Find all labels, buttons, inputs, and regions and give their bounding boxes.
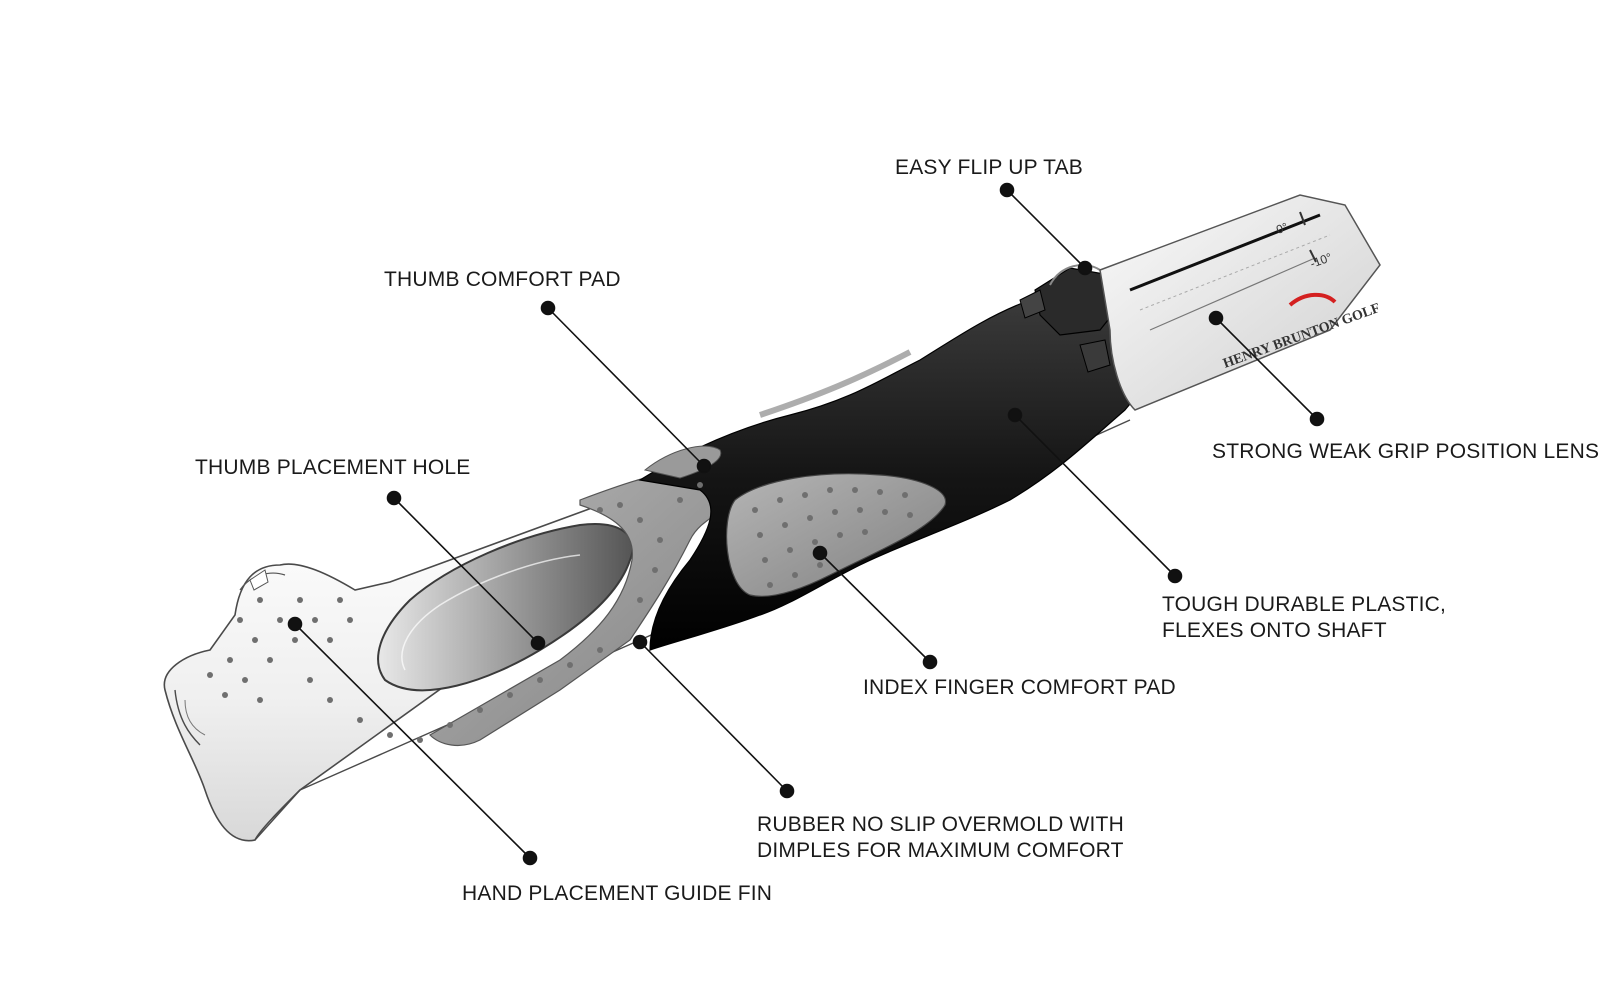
label-rubber-overmold: RUBBER NO SLIP OVERMOLD WITH DIMPLES FOR… — [757, 812, 1124, 864]
label-easy-flip-up-tab: EASY FLIP UP TAB — [895, 155, 1083, 181]
index-finger-pad — [725, 473, 947, 597]
dimples — [207, 482, 913, 743]
label-line: INDEX FINGER COMFORT PAD — [863, 676, 1176, 699]
label-line: FLEXES ONTO SHAFT — [1162, 619, 1387, 642]
label-thumb-placement-hole: THUMB PLACEMENT HOLE — [195, 455, 471, 481]
label-tough-durable-plastic: TOUGH DURABLE PLASTIC, FLEXES ONTO SHAFT — [1162, 592, 1446, 644]
label-index-finger-pad: INDEX FINGER COMFORT PAD — [863, 675, 1176, 701]
grip-position-lens: 0° -10° HENRY BRUNTON GOLF — [1099, 194, 1382, 411]
label-thumb-comfort-pad: THUMB COMFORT PAD — [384, 267, 621, 293]
label-strong-weak-lens: STRONG WEAK GRIP POSITION LENS — [1212, 439, 1599, 465]
label-line: TOUGH DURABLE PLASTIC, — [1162, 593, 1447, 616]
leader-tough-durable-plastic — [1007, 407, 1183, 584]
label-line: STRONG WEAK GRIP POSITION LENS — [1212, 440, 1600, 463]
label-line: EASY FLIP UP TAB — [895, 156, 1084, 179]
leader-thumb-comfort-pad — [540, 300, 712, 474]
label-line: HAND PLACEMENT GUIDE FIN — [462, 882, 773, 905]
flip-tab-hardware — [1019, 264, 1121, 373]
label-line: RUBBER NO SLIP OVERMOLD WITH — [757, 813, 1124, 836]
leader-easy-flip-up-tab — [999, 182, 1093, 276]
label-hand-placement-fin: HAND PLACEMENT GUIDE FIN — [462, 881, 772, 907]
label-line: DIMPLES FOR MAXIMUM COMFORT — [757, 839, 1124, 862]
leader-strong-weak-lens — [1208, 310, 1325, 427]
label-line: THUMB COMFORT PAD — [384, 268, 621, 291]
label-line: THUMB PLACEMENT HOLE — [195, 456, 471, 479]
leader-index-finger-pad — [812, 545, 938, 670]
leader-hand-placement-fin — [287, 616, 538, 866]
lens-mark-0: 0° — [1274, 220, 1290, 237]
leader-lines — [287, 182, 1325, 866]
leader-rubber-overmold — [632, 634, 795, 799]
leader-thumb-placement-hole — [386, 490, 546, 651]
